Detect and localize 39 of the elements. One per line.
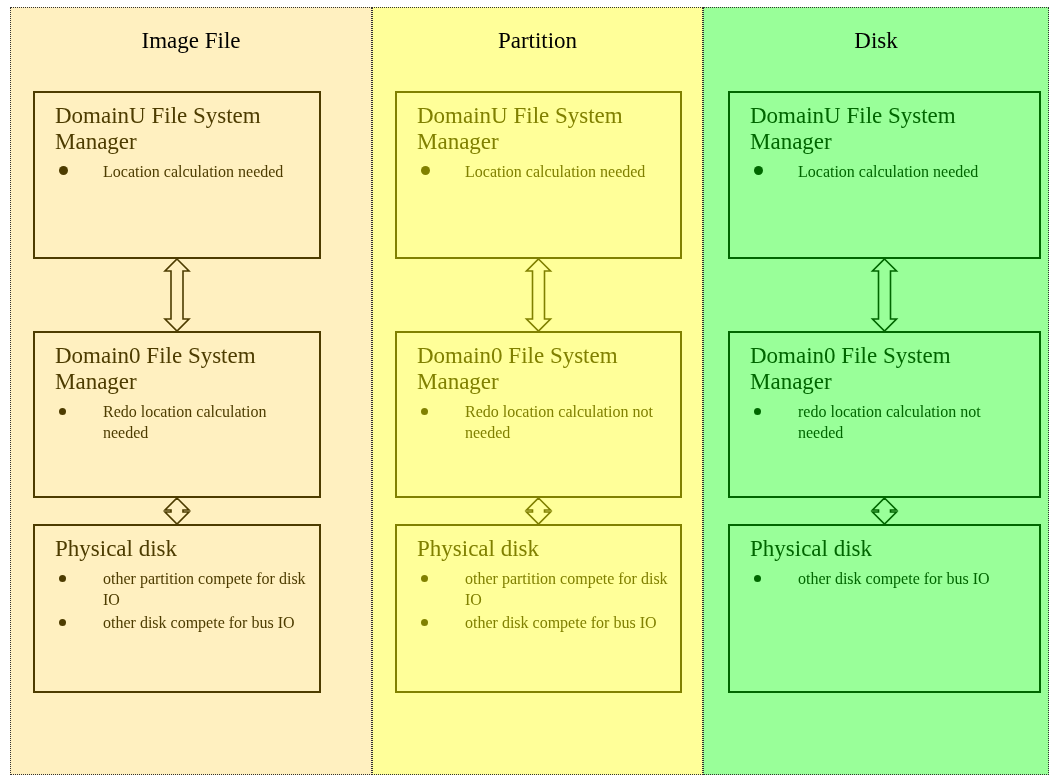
bullet-text: Location calculation needed bbox=[798, 163, 979, 180]
box-heading: Physical disk bbox=[55, 536, 179, 562]
column-title: Disk bbox=[853, 28, 899, 54]
double-arrow bbox=[524, 496, 553, 526]
process-box bbox=[33, 331, 321, 498]
process-box bbox=[33, 91, 321, 259]
box-heading: Domain0 File System Manager bbox=[750, 343, 952, 395]
bullet-text: other disk compete for bus IO bbox=[798, 570, 990, 587]
double-arrow bbox=[163, 496, 191, 526]
process-box bbox=[395, 331, 682, 498]
process-box bbox=[395, 524, 682, 693]
double-arrow bbox=[163, 257, 191, 333]
box-heading: Domain0 File System Manager bbox=[417, 343, 619, 395]
bullet-text: other disk compete for bus IO bbox=[465, 614, 657, 631]
box-heading: DomainU File System Manager bbox=[55, 103, 262, 155]
process-box bbox=[728, 524, 1041, 693]
column-panel bbox=[703, 7, 1049, 775]
bullet-text: Redo location calculation needed bbox=[103, 403, 267, 441]
process-box bbox=[728, 91, 1041, 259]
bullet-text: Location calculation needed bbox=[465, 163, 646, 180]
box-heading: Physical disk bbox=[750, 536, 874, 562]
bullet-text: Location calculation needed bbox=[103, 163, 284, 180]
column-title: Partition bbox=[496, 28, 579, 54]
process-box bbox=[33, 524, 321, 693]
double-arrow bbox=[870, 496, 899, 526]
bullet-text: redo location calculation not needed bbox=[798, 403, 981, 441]
process-box bbox=[728, 331, 1041, 498]
bullet-text: other disk compete for bus IO bbox=[103, 614, 295, 631]
box-heading: Physical disk bbox=[417, 536, 541, 562]
column-title: Image File bbox=[140, 28, 242, 54]
double-arrow bbox=[524, 257, 553, 333]
column-panel bbox=[10, 7, 372, 775]
process-box bbox=[395, 91, 682, 259]
box-heading: Domain0 File System Manager bbox=[55, 343, 257, 395]
box-heading: DomainU File System Manager bbox=[417, 103, 624, 155]
box-heading: DomainU File System Manager bbox=[750, 103, 957, 155]
column-panel bbox=[372, 7, 703, 775]
double-arrow bbox=[870, 257, 899, 333]
bullet-text: Redo location calculation not needed bbox=[465, 403, 653, 441]
